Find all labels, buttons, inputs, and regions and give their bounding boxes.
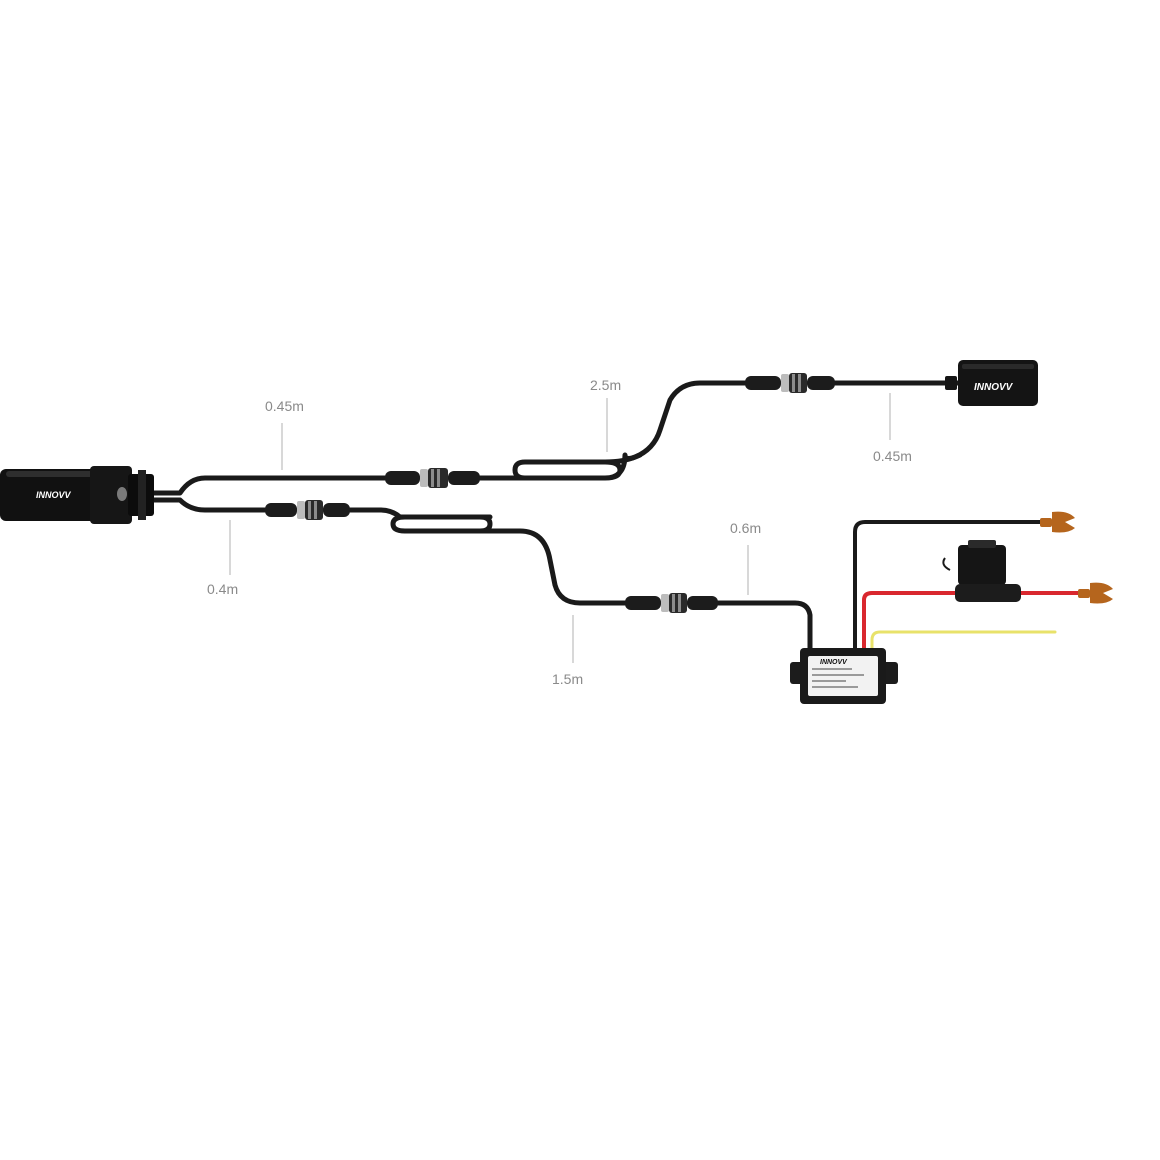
ignition-wire-yellow [870,630,1057,650]
camera-status-led [117,487,127,501]
power-extension-cable [347,507,493,534]
camera-logo: INNOVV [36,490,72,500]
rear-extension-rise [602,380,748,465]
power-terminal [1078,582,1113,604]
ground-wire [853,520,1047,650]
connector-power [625,593,718,613]
rear-camera: INNOVV [945,360,1038,406]
connector-lower [265,500,350,520]
power-converter: INNOVV [790,648,898,704]
label-power-extension-length: 1.5m [552,671,583,687]
power-wire-red [862,591,960,650]
rear-camera-logo: INNOVV [974,382,1014,393]
connector-upper [385,468,480,488]
ground-terminal [1040,511,1075,533]
label-converter-lead-length: 0.6m [730,520,761,536]
connector-rear [745,373,835,393]
label-upper-split-length: 0.45m [265,398,304,414]
label-lower-split-length: 0.4m [207,581,238,597]
lower-split-cable [147,497,268,513]
rear-extension-cable [477,452,643,481]
label-rear-lead-length: 0.45m [873,448,912,464]
fuse-holder [942,540,1021,602]
power-extension-run [402,528,628,606]
main-camera: INNOVV [0,466,154,524]
converter-lead-cable [715,600,813,651]
converter-logo: INNOVV [820,659,848,666]
label-rear-extension-length: 2.5m [590,377,621,393]
upper-split-cable [147,475,388,496]
